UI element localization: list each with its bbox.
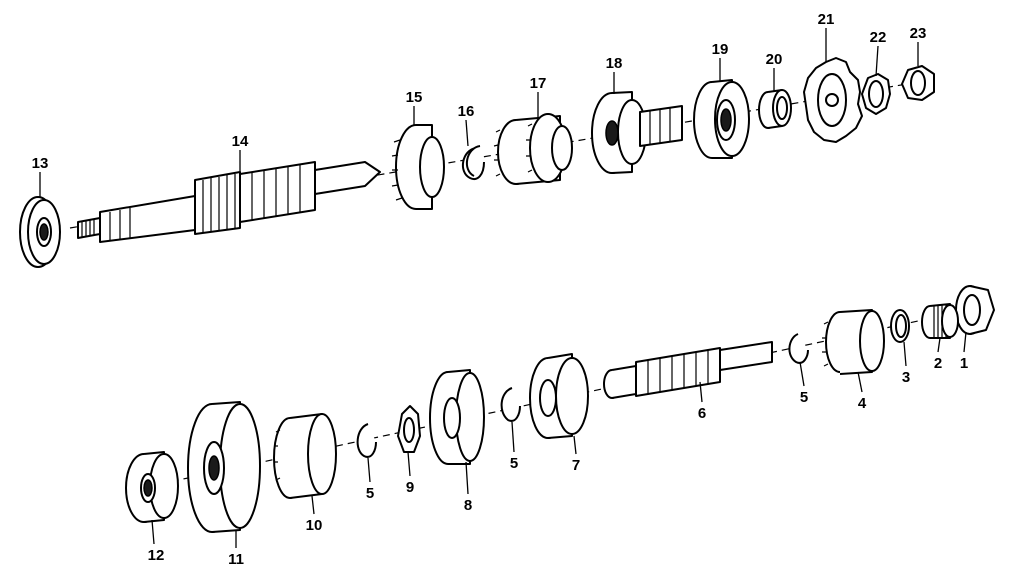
callout-17: 17: [530, 75, 547, 92]
part-5-circlip-c: [356, 423, 377, 458]
part-12-bearing: [125, 451, 179, 523]
part-4-gear: [822, 309, 885, 375]
leader-lines: [39, 28, 967, 548]
part-23-nut: [901, 65, 935, 101]
part-11-large-gear: [187, 401, 261, 533]
part-8-gear: [429, 369, 485, 465]
callout-18: 18: [606, 55, 623, 72]
callout-5a: 5: [800, 389, 808, 406]
callout-10: 10: [306, 517, 323, 534]
callout-11: 11: [228, 551, 244, 568]
callout-3: 3: [902, 369, 910, 386]
callout-21: 21: [818, 11, 835, 28]
part-9-washer: [397, 405, 421, 453]
callout-22: 22: [870, 29, 887, 46]
lower-shaft-assembly: [125, 285, 995, 533]
part-15-gear: [391, 124, 445, 210]
callout-6: 6: [698, 405, 706, 422]
part-16-circlip: [461, 145, 485, 180]
part-13-bearing: [19, 196, 61, 268]
part-10-dog-clutch-gear: [273, 413, 337, 499]
part-18-gear-with-sleeve: [591, 91, 683, 174]
callout-labels: 1 2 3 4 5 6 7 5 8 9 5 10 11 12 13 14 15 …: [32, 11, 969, 568]
callout-12: 12: [148, 547, 165, 564]
callout-5c: 5: [366, 485, 374, 502]
callout-4: 4: [858, 395, 867, 412]
part-6-countershaft: [603, 341, 773, 399]
part-19-bearing: [693, 79, 750, 159]
part-20-spacer: [758, 89, 792, 129]
callout-2: 2: [934, 355, 942, 372]
callout-16: 16: [458, 103, 475, 120]
callout-19: 19: [712, 41, 729, 58]
callout-5b: 5: [510, 455, 518, 472]
part-17-double-gear: [493, 113, 573, 185]
part-5-circlip-b: [500, 387, 521, 422]
part-2-needle-bearing: [921, 303, 959, 339]
part-5-circlip-a: [788, 333, 809, 364]
callout-7: 7: [572, 457, 580, 474]
callout-20: 20: [766, 51, 783, 68]
callout-8: 8: [464, 497, 472, 514]
callout-15: 15: [406, 89, 423, 106]
part-14-main-shaft: [77, 161, 381, 243]
part-3-washer: [890, 309, 910, 343]
callout-9: 9: [406, 479, 414, 496]
part-7-gear: [529, 353, 589, 439]
part-1-bearing-race: [955, 285, 995, 335]
callout-1: 1: [960, 355, 968, 372]
callout-13: 13: [32, 155, 49, 172]
upper-shaft-assembly: [19, 57, 935, 268]
callout-14: 14: [232, 133, 249, 150]
callout-23: 23: [910, 25, 927, 42]
part-21-sprocket: [803, 57, 863, 143]
part-22-lock-washer: [861, 73, 891, 115]
